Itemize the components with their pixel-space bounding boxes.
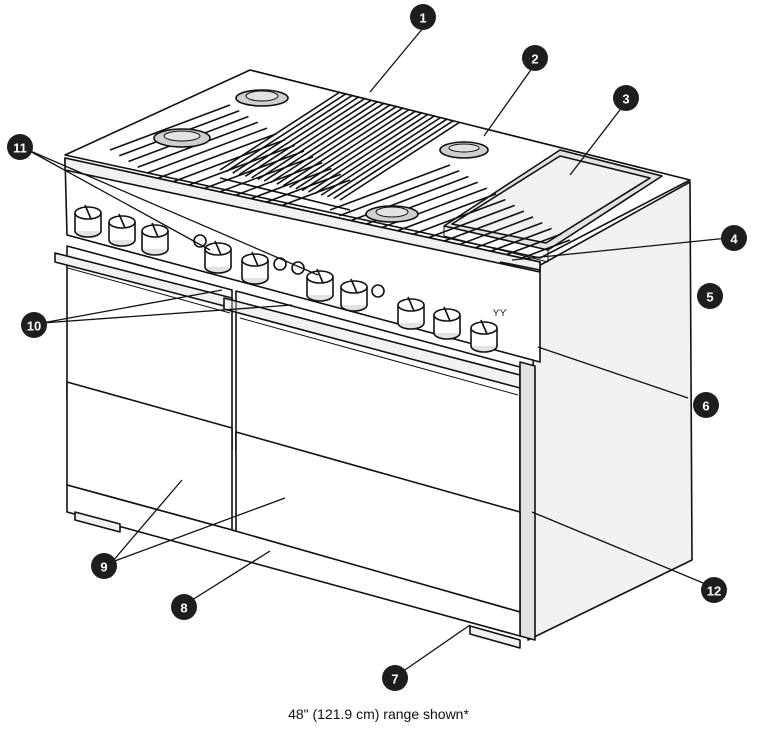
kickplate (66, 484, 521, 649)
brand-mark: ƳƳ (493, 308, 507, 318)
svg-text:11: 11 (13, 141, 27, 156)
warming-drawers (66, 381, 521, 613)
svg-text:12: 12 (707, 584, 721, 599)
svg-text:1: 1 (419, 11, 426, 26)
svg-text:7: 7 (391, 672, 398, 687)
svg-text:8: 8 (180, 601, 187, 616)
callout-2: 2 (522, 45, 548, 71)
svg-text:3: 3 (622, 92, 629, 107)
burner-heads (153, 89, 489, 223)
control-knobs (74, 204, 498, 353)
callout-7: 7 (382, 665, 408, 691)
callout-10: 10 (21, 312, 47, 338)
callout-3: 3 (613, 85, 639, 111)
callout-11: 11 (7, 134, 33, 160)
callout-9: 9 (91, 553, 117, 579)
grill-grates (219, 91, 461, 211)
callout-4: 4 (721, 225, 747, 251)
svg-text:2: 2 (531, 52, 538, 67)
callout-12: 12 (701, 577, 727, 603)
callout-5: 5 (697, 283, 723, 309)
callout-6: 6 (693, 392, 719, 418)
svg-text:9: 9 (100, 560, 107, 575)
leader-lines (27, 27, 729, 673)
callout-1: 1 (410, 4, 436, 30)
side-trim (519, 361, 536, 641)
svg-text:10: 10 (27, 319, 41, 334)
svg-text:4: 4 (730, 232, 738, 247)
svg-text:6: 6 (702, 399, 709, 414)
callout-8: 8 (171, 594, 197, 620)
svg-text:5: 5 (706, 290, 713, 305)
figure-caption: 48" (121.9 cm) range shown* (288, 706, 469, 722)
